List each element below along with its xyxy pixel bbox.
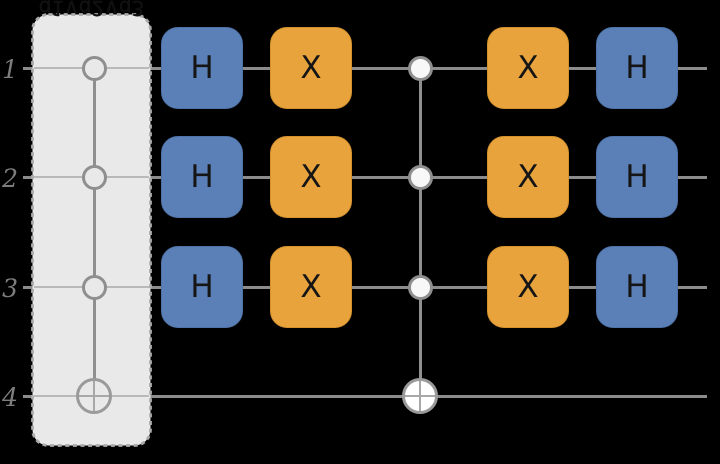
gate-label: H — [190, 269, 214, 305]
gate-x-q3-col4: X — [487, 246, 569, 328]
gate-label: X — [517, 159, 539, 195]
left-open-control-q3 — [81, 274, 107, 300]
gate-h-q3-col5: H — [596, 246, 678, 328]
gate-x-q2-col2: X — [270, 136, 352, 218]
qubit-label-1: 1 — [2, 55, 18, 84]
group-label: q1∨q2∨q3 — [38, 0, 145, 20]
left-open-control-q2 — [81, 164, 107, 190]
qubit-label-4: 4 — [2, 383, 18, 412]
gate-label: X — [517, 50, 539, 86]
gate-x-q1-col4: X — [487, 27, 569, 109]
gate-h-q2-col5: H — [596, 136, 678, 218]
gate-label: H — [190, 159, 214, 195]
group-box — [31, 13, 152, 447]
gate-label: X — [517, 269, 539, 305]
gate-label: H — [190, 50, 214, 86]
middle-open-control-q3 — [407, 274, 433, 300]
gate-x-q2-col4: X — [487, 136, 569, 218]
middle-target-q4 — [402, 378, 438, 414]
gate-label: H — [625, 269, 649, 305]
gate-x-q1-col2: X — [270, 27, 352, 109]
middle-open-control-q2 — [407, 164, 433, 190]
middle-open-control-q1 — [407, 55, 433, 81]
target-cross-horizontal — [79, 394, 109, 398]
left-open-control-q1 — [81, 55, 107, 81]
wire-qubit-1 — [23, 67, 707, 70]
middle-control-line — [418, 68, 422, 396]
gate-label: H — [625, 159, 649, 195]
left-target-q4 — [76, 378, 112, 414]
gate-label: H — [625, 50, 649, 86]
gate-h-q1-col5: H — [596, 27, 678, 109]
qubit-label-3: 3 — [2, 274, 18, 303]
gate-label: X — [300, 159, 322, 195]
gate-h-q2-col1: H — [161, 136, 243, 218]
wire-qubit-4 — [23, 395, 707, 398]
gate-h-q3-col1: H — [161, 246, 243, 328]
qubit-label-2: 2 — [2, 164, 18, 193]
gate-h-q1-col1: H — [161, 27, 243, 109]
gate-x-q3-col2: X — [270, 246, 352, 328]
target-cross-horizontal — [405, 394, 435, 398]
left-control-line — [92, 68, 96, 396]
gate-label: X — [300, 50, 322, 86]
gate-label: X — [300, 269, 322, 305]
wire-qubit-2 — [23, 176, 707, 179]
wire-qubit-3 — [23, 286, 707, 289]
